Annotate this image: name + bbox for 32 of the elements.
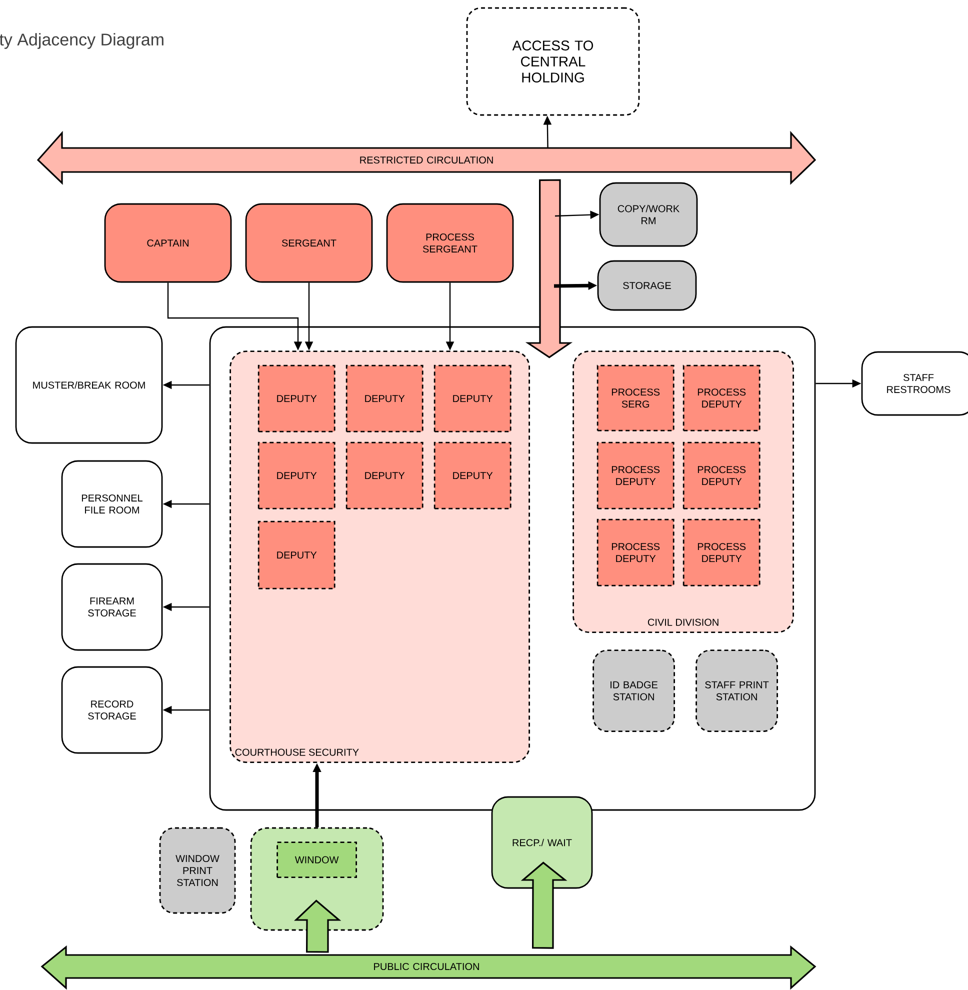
- window-box: WINDOW: [276, 842, 357, 878]
- room-box: FIREARM STORAGE: [61, 563, 163, 651]
- room-box: RECORD STORAGE: [61, 666, 163, 754]
- office-box: DEPUTY: [258, 364, 336, 432]
- station-box: ID BADGE STATION: [592, 650, 675, 732]
- room-box: COPY/WORK RM: [599, 182, 698, 247]
- office-box: PROCESS SERGEANT: [386, 203, 514, 283]
- office-box: DEPUTY: [434, 442, 512, 510]
- office-box: PROCESS DEPUTY: [596, 518, 674, 586]
- room-box: PERSONNEL FILE ROOM: [61, 460, 163, 548]
- room-box: STORAGE: [597, 260, 697, 311]
- room-box: RECP./ WAIT: [491, 796, 593, 889]
- station-box: STAFF PRINT STATION: [696, 650, 778, 732]
- office-box: CAPTAIN: [104, 203, 232, 283]
- block-arrow: [520, 862, 568, 949]
- station-box: WINDOW PRINT STATION: [159, 827, 236, 914]
- zone-box: ACCESS TO CENTRAL HOLDING: [466, 7, 640, 116]
- office-box: DEPUTY: [346, 364, 424, 432]
- block-arrow: [525, 179, 573, 358]
- office-box: DEPUTY: [434, 364, 512, 432]
- office-box: DEPUTY: [258, 520, 336, 590]
- room-box: MUSTER/BREAK ROOM: [15, 326, 163, 444]
- office-box: DEPUTY: [258, 442, 336, 510]
- office-box: PROCESS SERG: [596, 364, 674, 432]
- office-box: DEPUTY: [346, 442, 424, 510]
- office-box: SERGEANT: [245, 203, 373, 283]
- block-arrow: [294, 900, 342, 953]
- office-box: PROCESS DEPUTY: [682, 442, 760, 510]
- office-box: PROCESS DEPUTY: [596, 442, 674, 510]
- room-box: STAFF RESTROOMS: [861, 351, 968, 416]
- office-box: PROCESS DEPUTY: [682, 364, 760, 432]
- office-box: PROCESS DEPUTY: [682, 518, 760, 586]
